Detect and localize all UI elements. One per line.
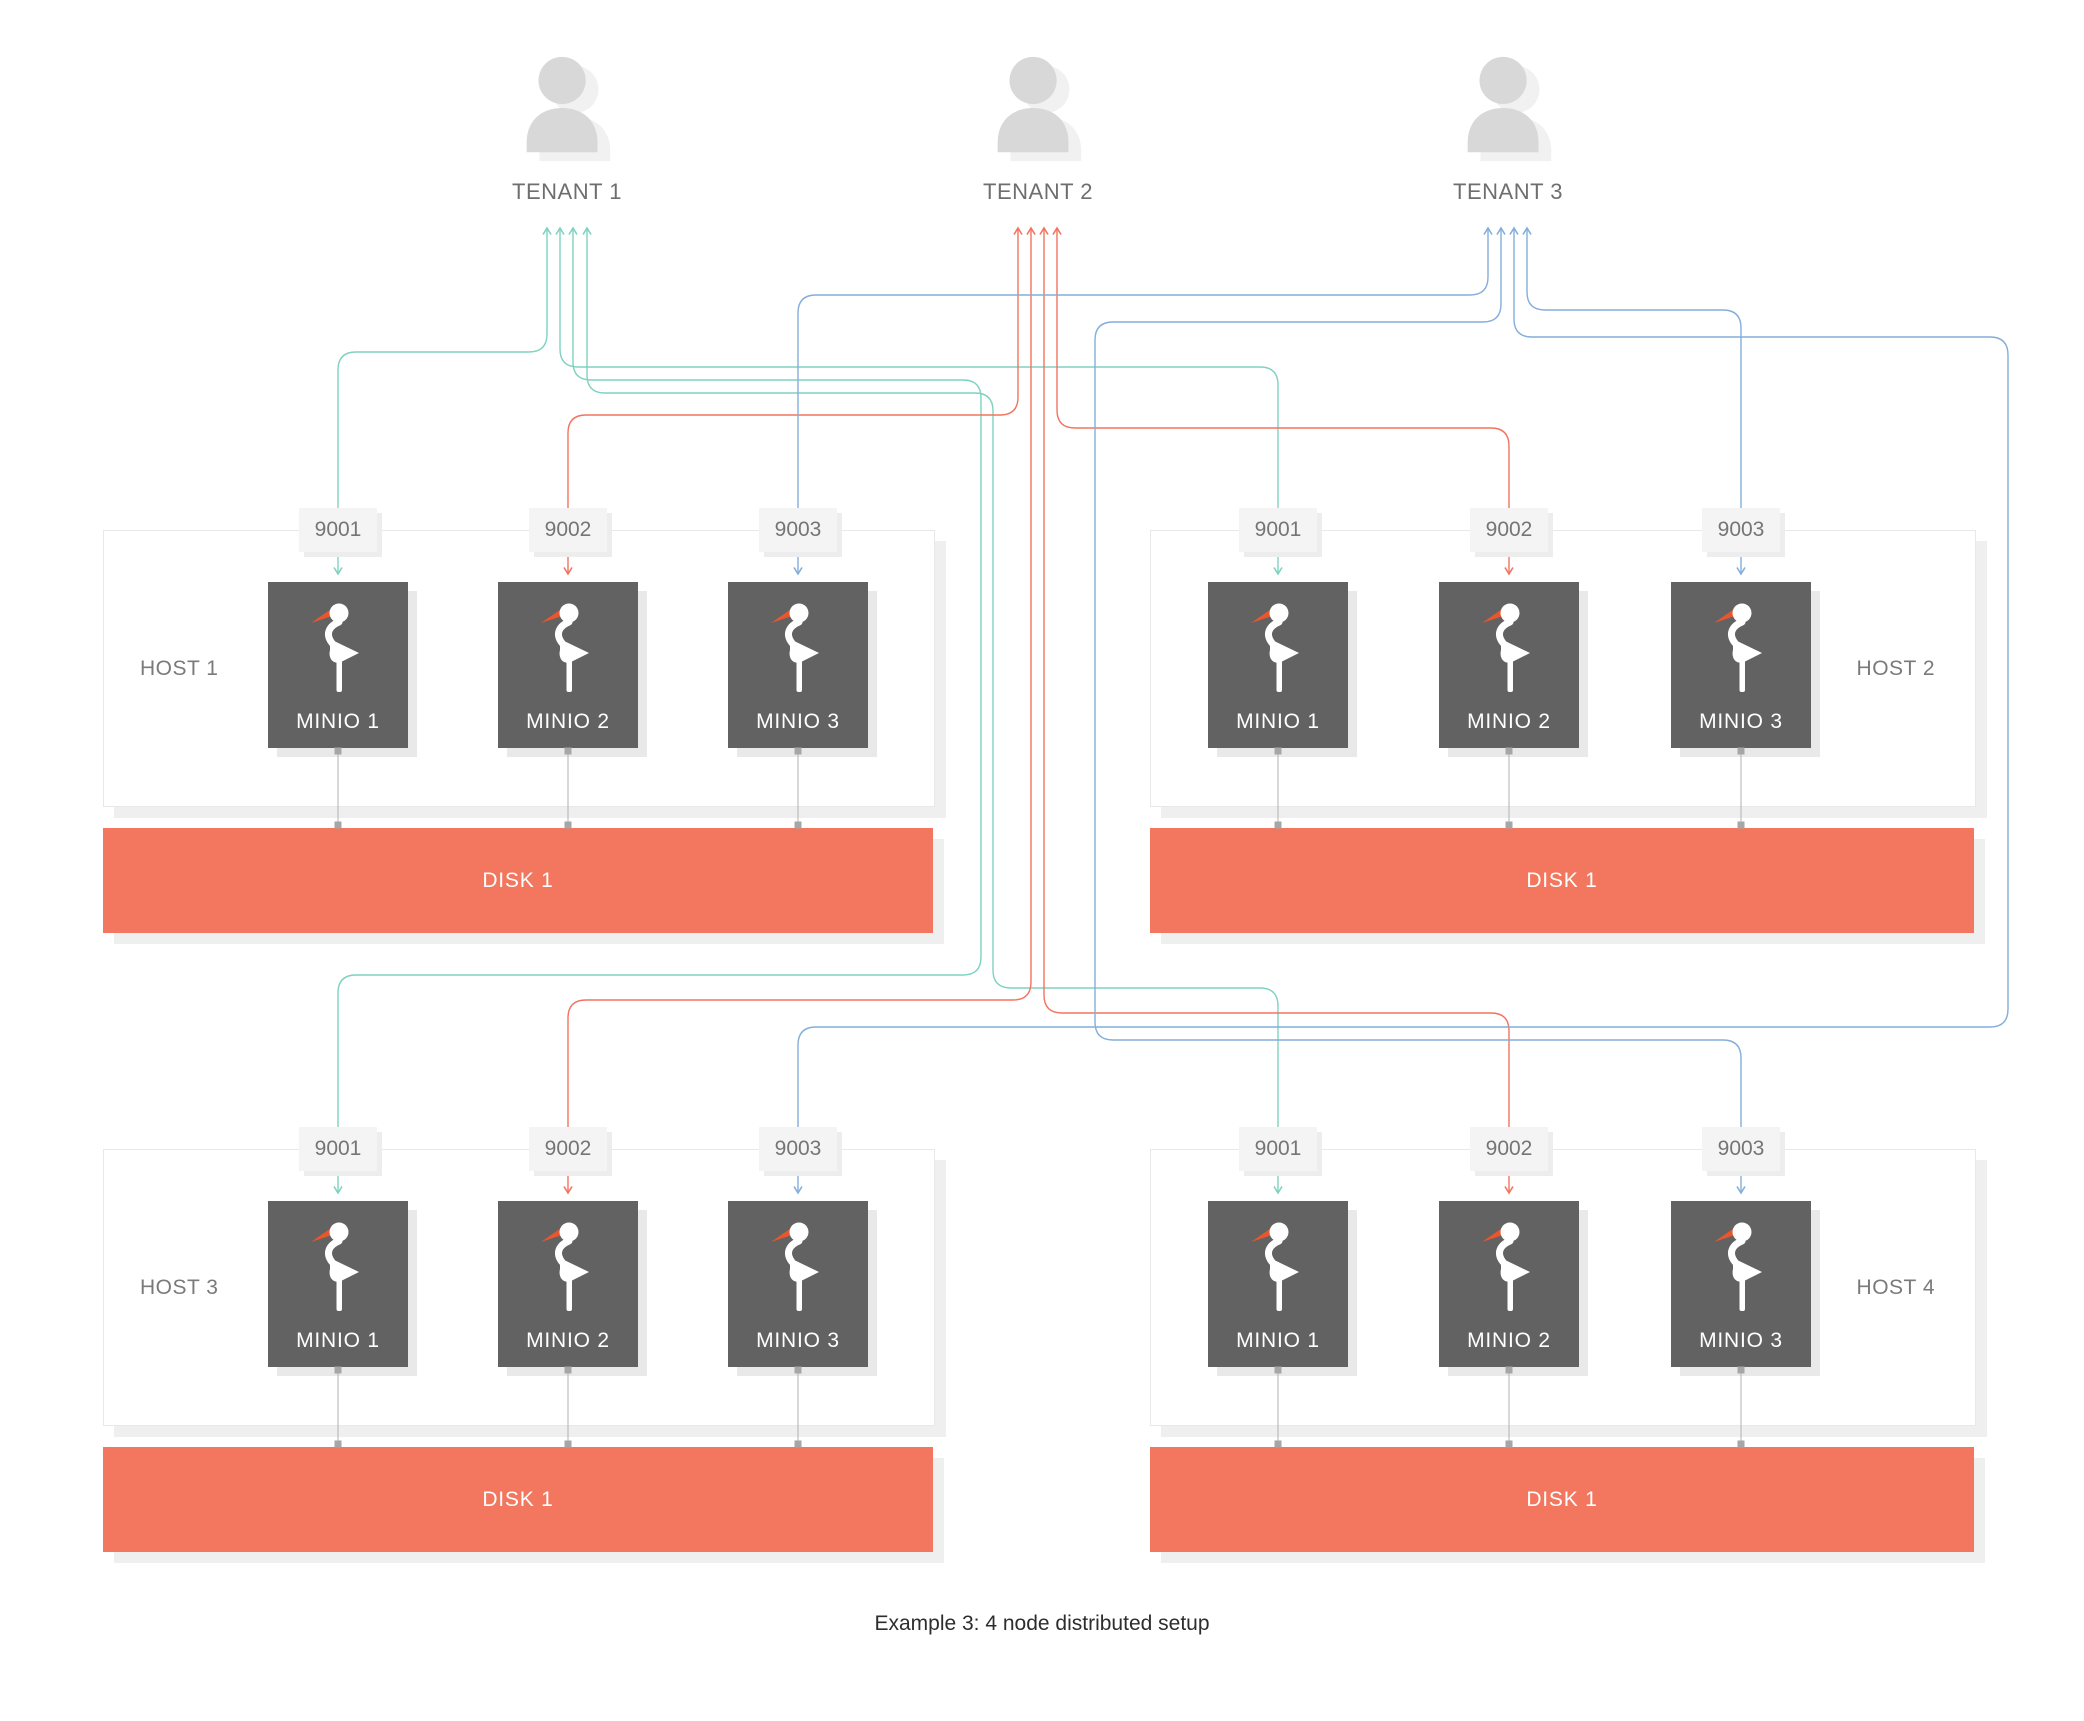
minio-label: MINIO 2: [526, 710, 610, 733]
port-badge-9001-host-3: 9001: [299, 1127, 377, 1171]
minio-bird-icon: [1482, 603, 1530, 692]
port-badge-9002-host-2: 9002: [1470, 508, 1548, 552]
port-badge-9002-host-3: 9002: [529, 1127, 607, 1171]
minio-2-host-3: MINIO 2: [498, 1201, 638, 1367]
port-badge-9002-host-4: 9002: [1470, 1127, 1548, 1171]
tenant-1: TENANT 1: [492, 50, 642, 205]
caption: Example 3: 4 node distributed setup: [874, 1612, 1210, 1635]
connection-line-tenant-1-to-host-2-9001: [555, 226, 1283, 576]
minio-3-host-1: MINIO 3: [728, 582, 868, 748]
disk-bar-host-1: DISK 1: [103, 828, 933, 933]
tenant-2: TENANT 2: [963, 50, 1113, 205]
port-badge-9003-host-4: 9003: [1702, 1127, 1780, 1171]
minio-bird-icon: [771, 1222, 819, 1311]
minio-label: MINIO 3: [756, 1329, 840, 1352]
disk-label: DISK 1: [1526, 1487, 1598, 1511]
minio-bird-icon: [541, 603, 589, 692]
minio-bird-icon: [1251, 603, 1299, 692]
minio-label: MINIO 3: [1699, 710, 1783, 733]
disk-label: DISK 1: [1526, 868, 1598, 892]
tenant-label: TENANT 1: [512, 179, 622, 204]
minio-1-host-1: MINIO 1: [268, 582, 408, 748]
host-label: HOST 1: [140, 656, 219, 680]
minio-label: MINIO 2: [1467, 1329, 1551, 1352]
person-icon: [1467, 56, 1552, 162]
tenant-3: TENANT 3: [1433, 50, 1583, 205]
person-icon: [526, 56, 611, 162]
minio-1-host-2: MINIO 1: [1208, 582, 1348, 748]
minio-1-host-3: MINIO 1: [268, 1201, 408, 1367]
minio-bird-icon: [311, 603, 359, 692]
port-badge-9003-host-1: 9003: [759, 508, 837, 552]
port-badge-9002-host-1: 9002: [529, 508, 607, 552]
minio-bird-icon: [771, 603, 819, 692]
tenant-label: TENANT 2: [983, 179, 1093, 204]
port-badge-9003-host-2: 9003: [1702, 508, 1780, 552]
disk-bar-host-2: DISK 1: [1150, 828, 1974, 933]
minio-2-host-2: MINIO 2: [1439, 582, 1579, 748]
disk-bar-host-3: DISK 1: [103, 1447, 933, 1552]
minio-bird-icon: [1251, 1222, 1299, 1311]
disk-label: DISK 1: [482, 868, 554, 892]
minio-bird-icon: [311, 1222, 359, 1311]
minio-label: MINIO 3: [1699, 1329, 1783, 1352]
minio-1-host-4: MINIO 1: [1208, 1201, 1348, 1367]
minio-bird-icon: [1482, 1222, 1530, 1311]
host-label: HOST 4: [1856, 1275, 1935, 1299]
host-label: HOST 2: [1856, 656, 1935, 680]
minio-bird-icon: [1714, 603, 1762, 692]
person-icon: [997, 56, 1082, 162]
minio-label: MINIO 2: [1467, 710, 1551, 733]
minio-3-host-3: MINIO 3: [728, 1201, 868, 1367]
port-badge-9001-host-2: 9001: [1239, 508, 1317, 552]
port-badge-9003-host-3: 9003: [759, 1127, 837, 1171]
minio-bird-icon: [541, 1222, 589, 1311]
minio-label: MINIO 1: [1236, 1329, 1320, 1352]
minio-3-host-2: MINIO 3: [1671, 582, 1811, 748]
disk-bar-host-4: DISK 1: [1150, 1447, 1974, 1552]
minio-label: MINIO 2: [526, 1329, 610, 1352]
disk-label: DISK 1: [482, 1487, 554, 1511]
connection-line-tenant-3-to-host-1-9003: [793, 226, 1493, 576]
minio-label: MINIO 1: [1236, 710, 1320, 733]
minio-2-host-4: MINIO 2: [1439, 1201, 1579, 1367]
minio-label: MINIO 1: [296, 1329, 380, 1352]
minio-3-host-4: MINIO 3: [1671, 1201, 1811, 1367]
minio-label: MINIO 3: [756, 710, 840, 733]
port-badge-9001-host-1: 9001: [299, 508, 377, 552]
minio-bird-icon: [1714, 1222, 1762, 1311]
host-label: HOST 3: [140, 1275, 219, 1299]
tenant-label: TENANT 3: [1453, 179, 1563, 204]
port-badge-9001-host-4: 9001: [1239, 1127, 1317, 1171]
minio-2-host-1: MINIO 2: [498, 582, 638, 748]
minio-label: MINIO 1: [296, 710, 380, 733]
